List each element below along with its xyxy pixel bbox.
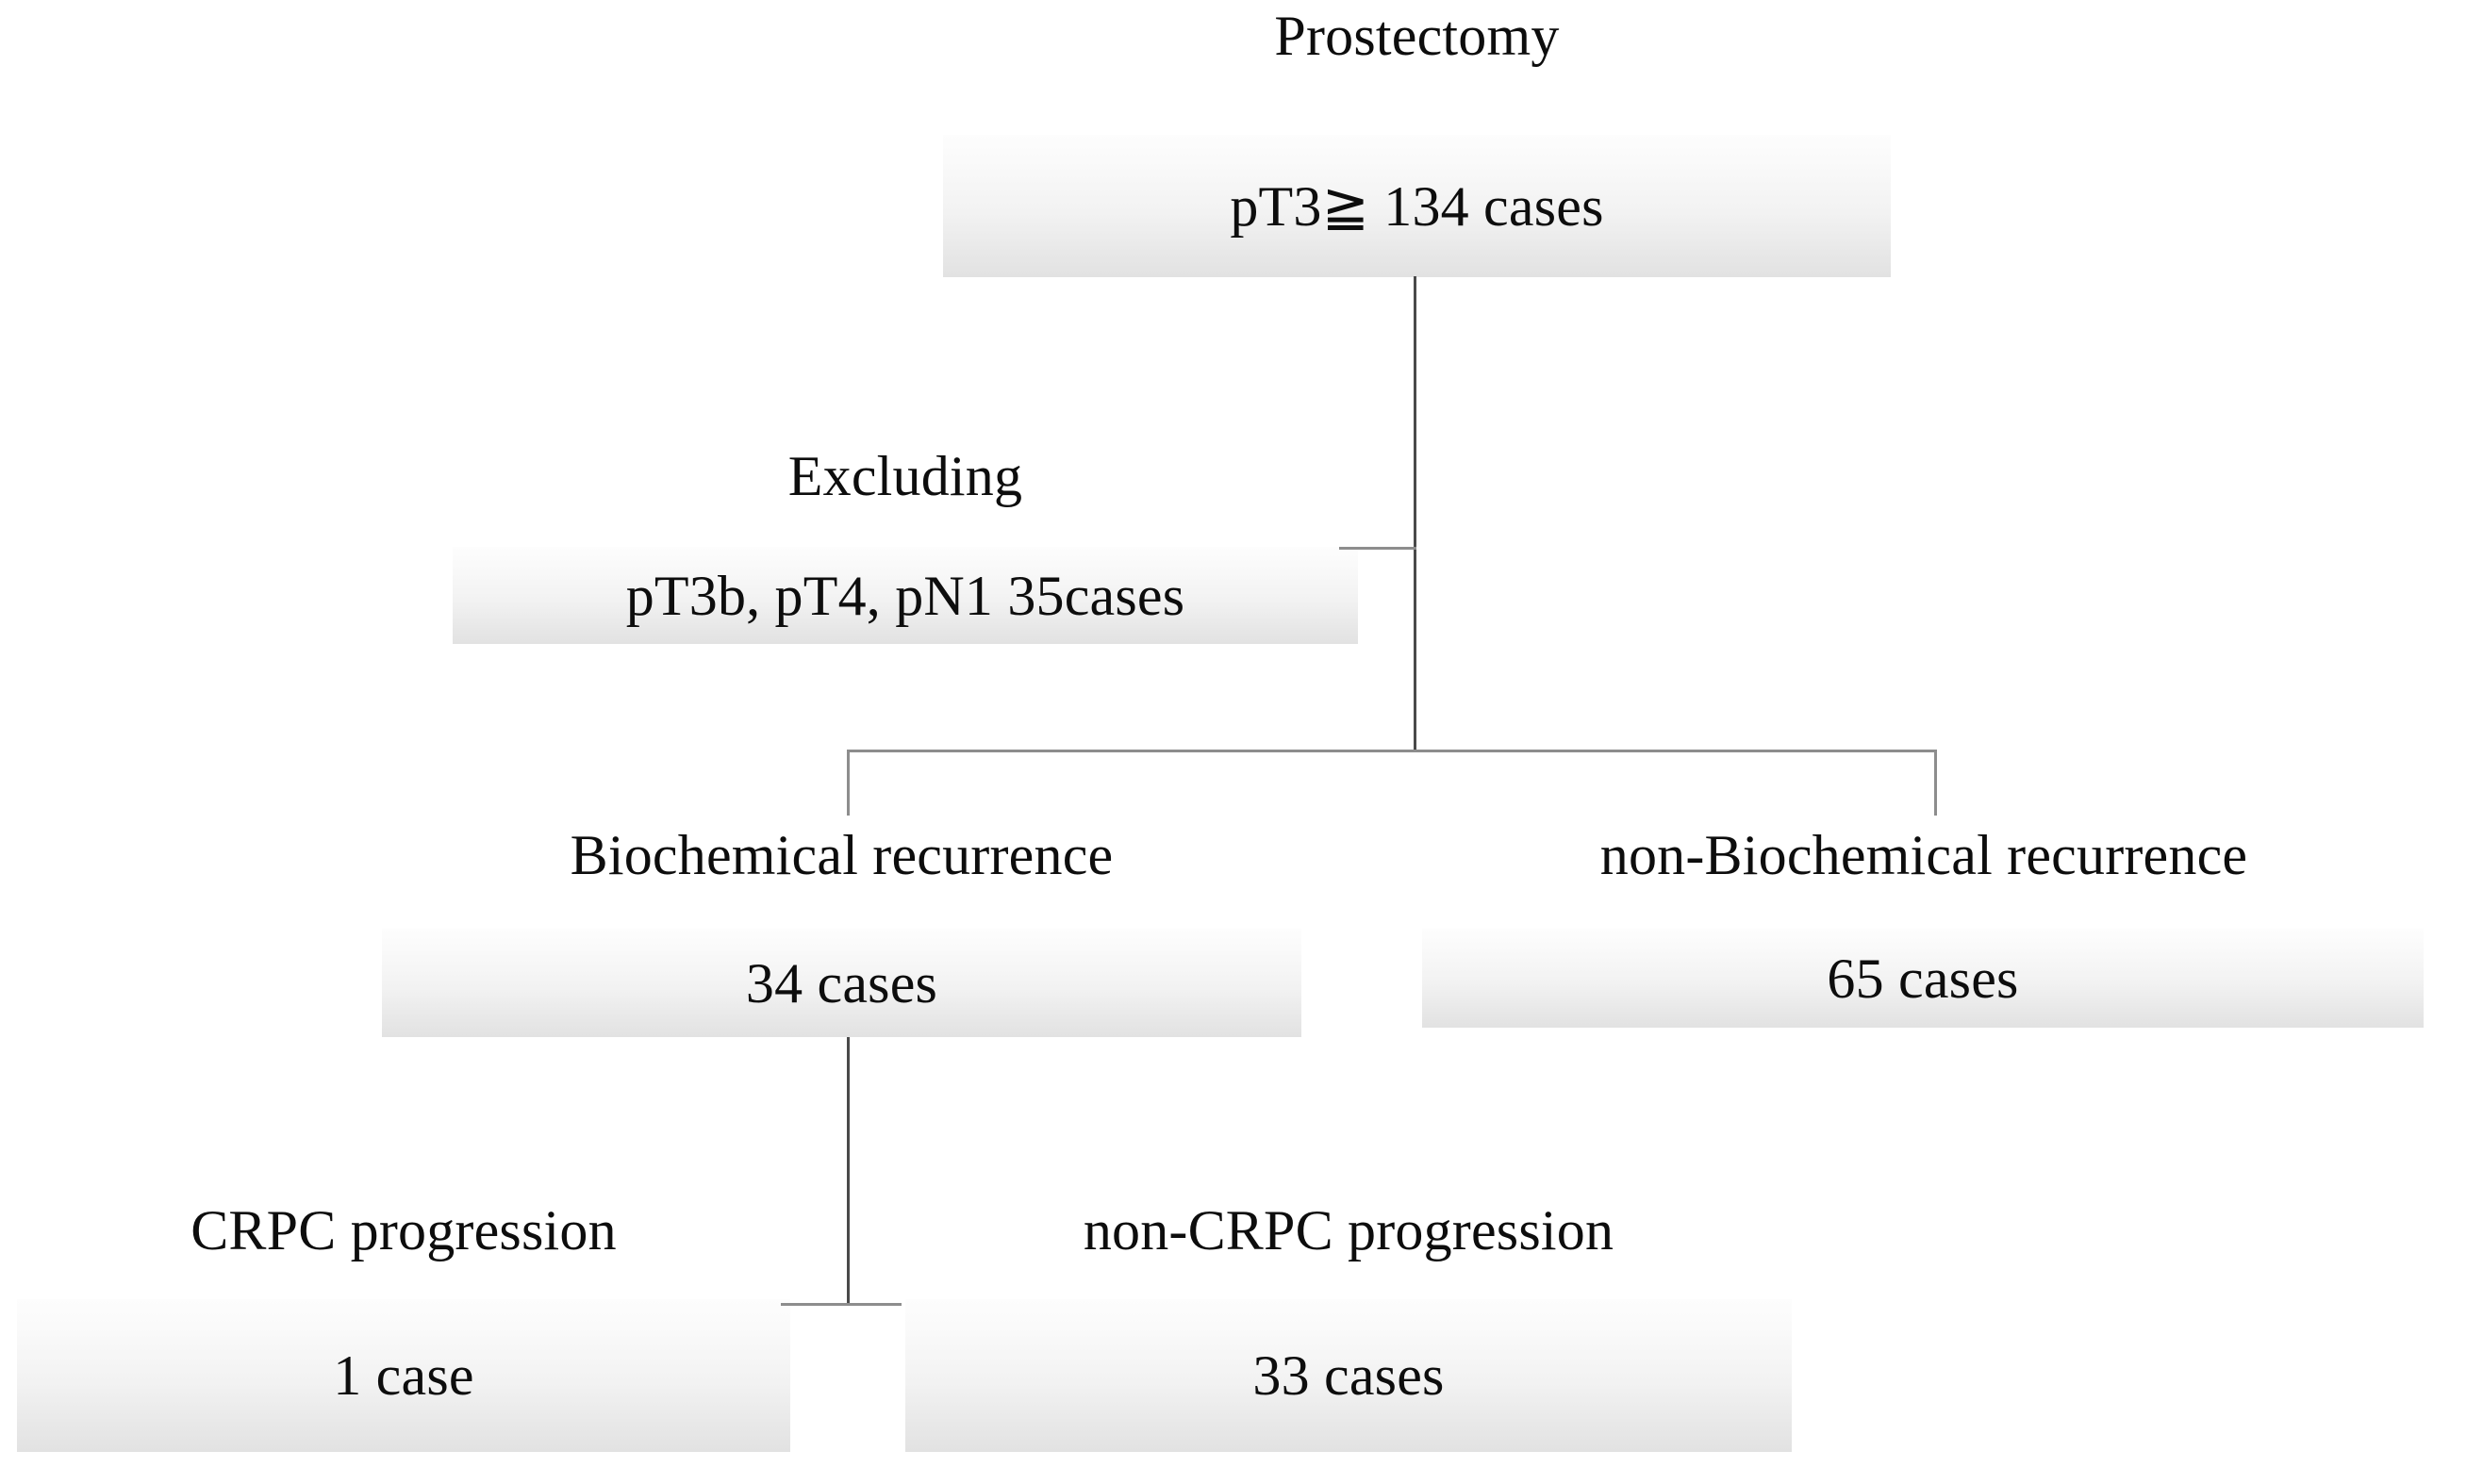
prostectomy-value: pT3≧ 134 cases: [1230, 174, 1604, 238]
node-biochemical-recurrence: 34 cases: [382, 929, 1301, 1037]
connector-biochemical-to-progression: [847, 1037, 850, 1306]
node-non-biochemical-recurrence: 65 cases: [1422, 929, 2424, 1028]
non-biochemical-recurrence-value: 65 cases: [1827, 947, 2019, 1010]
crpc-progression-caption: CRPC progression: [190, 1199, 617, 1261]
excluding-value: pT3b, pT4, pN1 35cases: [625, 564, 1185, 627]
non-crpc-progression-value: 33 cases: [1252, 1344, 1445, 1407]
connector-progression-stub: [781, 1303, 902, 1306]
non-biochemical-recurrence-caption: non-Biochemical recurrence: [1599, 824, 2248, 886]
biochemical-recurrence-value: 34 cases: [745, 951, 938, 1014]
connector-recurrence-branch-bar: [847, 750, 1937, 752]
node-excluding: pT3b, pT4, pN1 35cases: [453, 547, 1358, 644]
connector-drop-non-biochemical-recurrence: [1934, 750, 1937, 816]
crpc-progression-value: 1 case: [333, 1344, 474, 1407]
node-non-crpc-progression: 33 cases: [905, 1299, 1792, 1452]
excluding-caption: Excluding: [787, 445, 1023, 507]
biochemical-recurrence-caption: Biochemical recurrence: [570, 824, 1114, 886]
connector-excluding-stub: [1339, 547, 1416, 550]
connector-drop-biochemical-recurrence: [847, 750, 850, 816]
connector-prostectomy-trunk: [1414, 276, 1416, 752]
node-crpc-progression: 1 case: [17, 1299, 790, 1452]
prostectomy-caption: Prostectomy: [1274, 5, 1560, 67]
node-prostectomy: pT3≧ 134 cases: [943, 135, 1891, 277]
non-crpc-progression-caption: non-CRPC progression: [1083, 1199, 1614, 1261]
